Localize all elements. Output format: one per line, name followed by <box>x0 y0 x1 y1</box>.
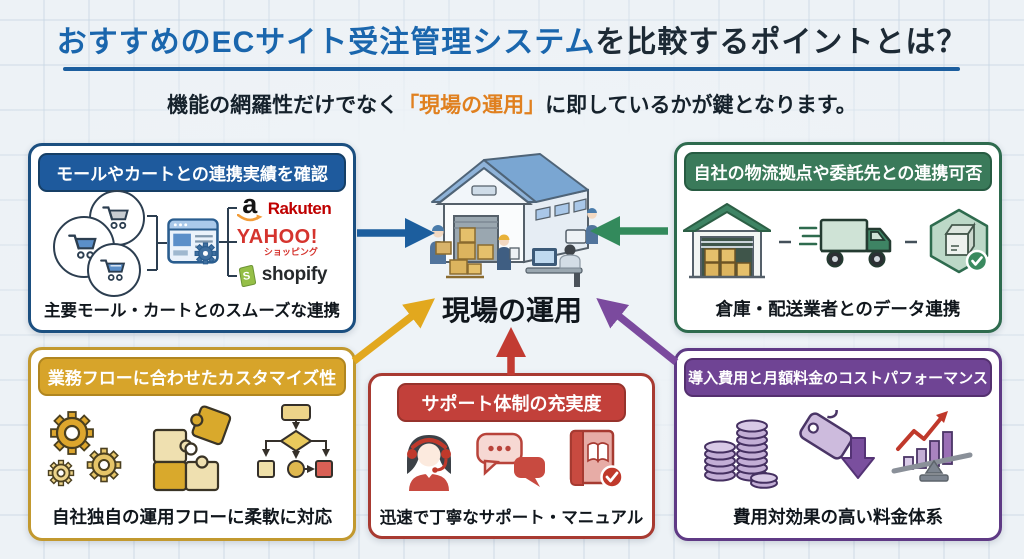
support-diagram <box>371 420 652 500</box>
coins-icon <box>704 419 778 489</box>
chat-bubbles-icon <box>475 432 545 487</box>
delivery-truck-icon <box>799 218 892 267</box>
amazon-smile-icon <box>236 214 263 222</box>
amazon-logo: a <box>236 190 263 223</box>
mall-caption: 主要モール・カートとのスムーズな連携 <box>43 302 340 320</box>
support-agent-icon <box>406 435 451 491</box>
logo-row-amazon-rakuten: a Rakuten <box>236 190 332 224</box>
panel-logistics-link: 自社の物流拠点や委託先との連携可否 <box>674 142 1002 333</box>
cost-diagram <box>677 397 999 500</box>
rakuten-logo: Rakuten <box>267 199 332 218</box>
connector-line <box>905 240 917 243</box>
shopify-bag-icon: S <box>238 264 256 287</box>
shopify-logo: shopify <box>261 264 328 285</box>
package-check-icon <box>929 208 989 273</box>
svg-text:S: S <box>242 270 251 283</box>
warehouse-illustration <box>430 153 598 287</box>
logistics-caption: 倉庫・配送業者とのデータ連携 <box>715 299 961 319</box>
center-label: 現場の運用 <box>441 295 582 326</box>
subtitle-highlight: 「現場の運用」 <box>398 94 546 117</box>
warehouse-icon <box>683 202 771 278</box>
support-header: サポート体制の充実度 <box>397 383 626 422</box>
flowchart-icon <box>257 404 333 478</box>
subtitle-post: に即しているかが鍵となります。 <box>545 94 857 117</box>
connector-line <box>779 240 791 243</box>
gears-icon <box>47 411 122 487</box>
custom-header: 業務フローに合わせたカスタマイズ性 <box>38 357 346 396</box>
manual-book-icon <box>569 429 624 489</box>
bracket-connector <box>218 207 237 277</box>
oms-window-icon <box>166 218 219 265</box>
marketplace-logos: a Rakuten YAHOO!ショッピング S shopify <box>236 190 332 290</box>
cost-chart-icon <box>891 410 973 482</box>
logo-row-shopify: S shopify <box>237 260 332 290</box>
subtitle: 機能の網羅性だけでなく「現場の運用」に即しているかが鍵となります。 <box>0 89 1024 119</box>
panel-cost-performance: 導入費用と月額料金のコストパフォーマンス <box>674 348 1002 541</box>
custom-diagram <box>31 396 353 500</box>
cost-header: 導入費用と月額料金のコストパフォーマンス <box>684 358 992 397</box>
logo-row-yahoo: YAHOO!ショッピング <box>237 227 332 257</box>
panel-customization: 業務フローに合わせたカスタマイズ性 <box>28 347 356 541</box>
cart-cluster <box>52 190 147 297</box>
cart-icon <box>86 243 141 297</box>
price-tag-down-icon <box>799 409 875 479</box>
panel-mall-integration: モールやカートとの連携実績を確認 <box>28 143 356 333</box>
puzzle-icon <box>152 405 232 492</box>
page-title: おすすめのECサイト受注管理システムを比較するポイントとは？ <box>0 17 1024 61</box>
logistics-header: 自社の物流拠点や委託先との連携可否 <box>684 152 992 191</box>
yahoo-logo: YAHOO!ショッピング <box>236 226 318 257</box>
mall-diagram: a Rakuten YAHOO!ショッピング S shopify <box>31 190 353 297</box>
support-caption: 迅速で丁寧なサポート・マニュアル <box>379 509 644 527</box>
bracket-connector <box>146 215 167 271</box>
arrow-cost-to-center <box>596 297 679 365</box>
mall-header: モールやカートとの連携実績を確認 <box>38 153 346 192</box>
logistics-diagram <box>677 191 999 292</box>
title-underline <box>63 67 960 71</box>
panel-support: サポート体制の充実度 <box>368 373 655 539</box>
title-highlight: おすすめのECサイト受注管理システム <box>56 26 596 59</box>
subtitle-pre: 機能の網羅性だけでなく <box>167 94 399 117</box>
title-rest: を比較するポイントとは？ <box>595 26 968 59</box>
custom-caption: 自社独自の運用フローに柔軟に対応 <box>52 507 332 527</box>
cost-caption: 費用対効果の高い料金体系 <box>733 507 943 527</box>
